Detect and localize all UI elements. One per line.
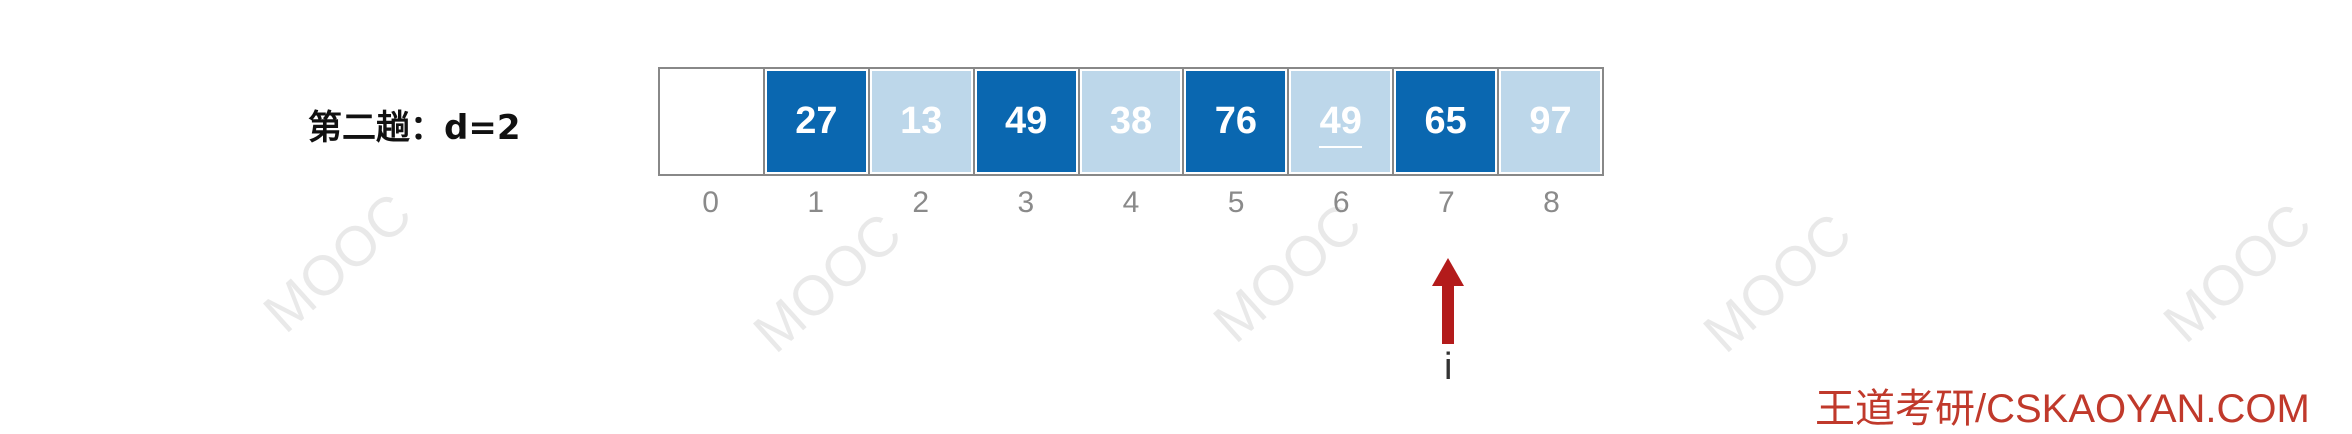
index-label: 7 [1437, 186, 1455, 219]
cell-value: 27 [766, 71, 866, 172]
cell-underline [1319, 146, 1363, 148]
array-cell: 27 [765, 69, 870, 174]
watermark-text: MOOC [741, 200, 913, 365]
site-watermark: 王道考研/CSKAOYAN.COM [1815, 387, 2310, 431]
cell-value: 38 [1081, 71, 1181, 172]
index-label: 8 [1543, 186, 1560, 219]
array-cell: 13 [870, 69, 975, 174]
index-label: 2 [912, 186, 930, 219]
index-label: 1 [807, 186, 824, 219]
watermark-text: MOOC [2151, 190, 2323, 355]
array-cell: 97 [1499, 69, 1602, 174]
pointer-arrow-head [1432, 258, 1464, 286]
pass-label: 第二趟：d=2 [308, 108, 521, 148]
index-label: 6 [1332, 186, 1350, 219]
index-label: 0 [702, 186, 719, 219]
array-cell: 49 [1289, 69, 1395, 174]
watermark-text: MOOC [251, 180, 423, 345]
cell-value: 76 [1186, 71, 1286, 172]
index-label: 3 [1017, 186, 1035, 219]
cell-value: 13 [871, 71, 971, 172]
pointer-arrow-icon [1432, 258, 1464, 344]
cell-value: 49 [1291, 71, 1391, 172]
cell-value: 65 [1396, 71, 1496, 172]
cell-value: 49 [976, 71, 1076, 172]
watermark-text: MOOC [1691, 200, 1863, 365]
pointer-label: i [1444, 346, 1453, 388]
pointer-arrow-shaft [1442, 284, 1454, 344]
index-label: 5 [1227, 186, 1245, 219]
array-cell: 65 [1394, 69, 1500, 174]
index-row: 0 1 2 3 4 5 6 7 8 [658, 186, 1604, 220]
array-cell: 49 [975, 69, 1080, 174]
array-cell [660, 69, 765, 174]
array-cell: 38 [1080, 69, 1185, 174]
array-cell: 76 [1184, 69, 1290, 174]
cell-value: 97 [1501, 71, 1601, 172]
index-label: 4 [1122, 186, 1140, 219]
